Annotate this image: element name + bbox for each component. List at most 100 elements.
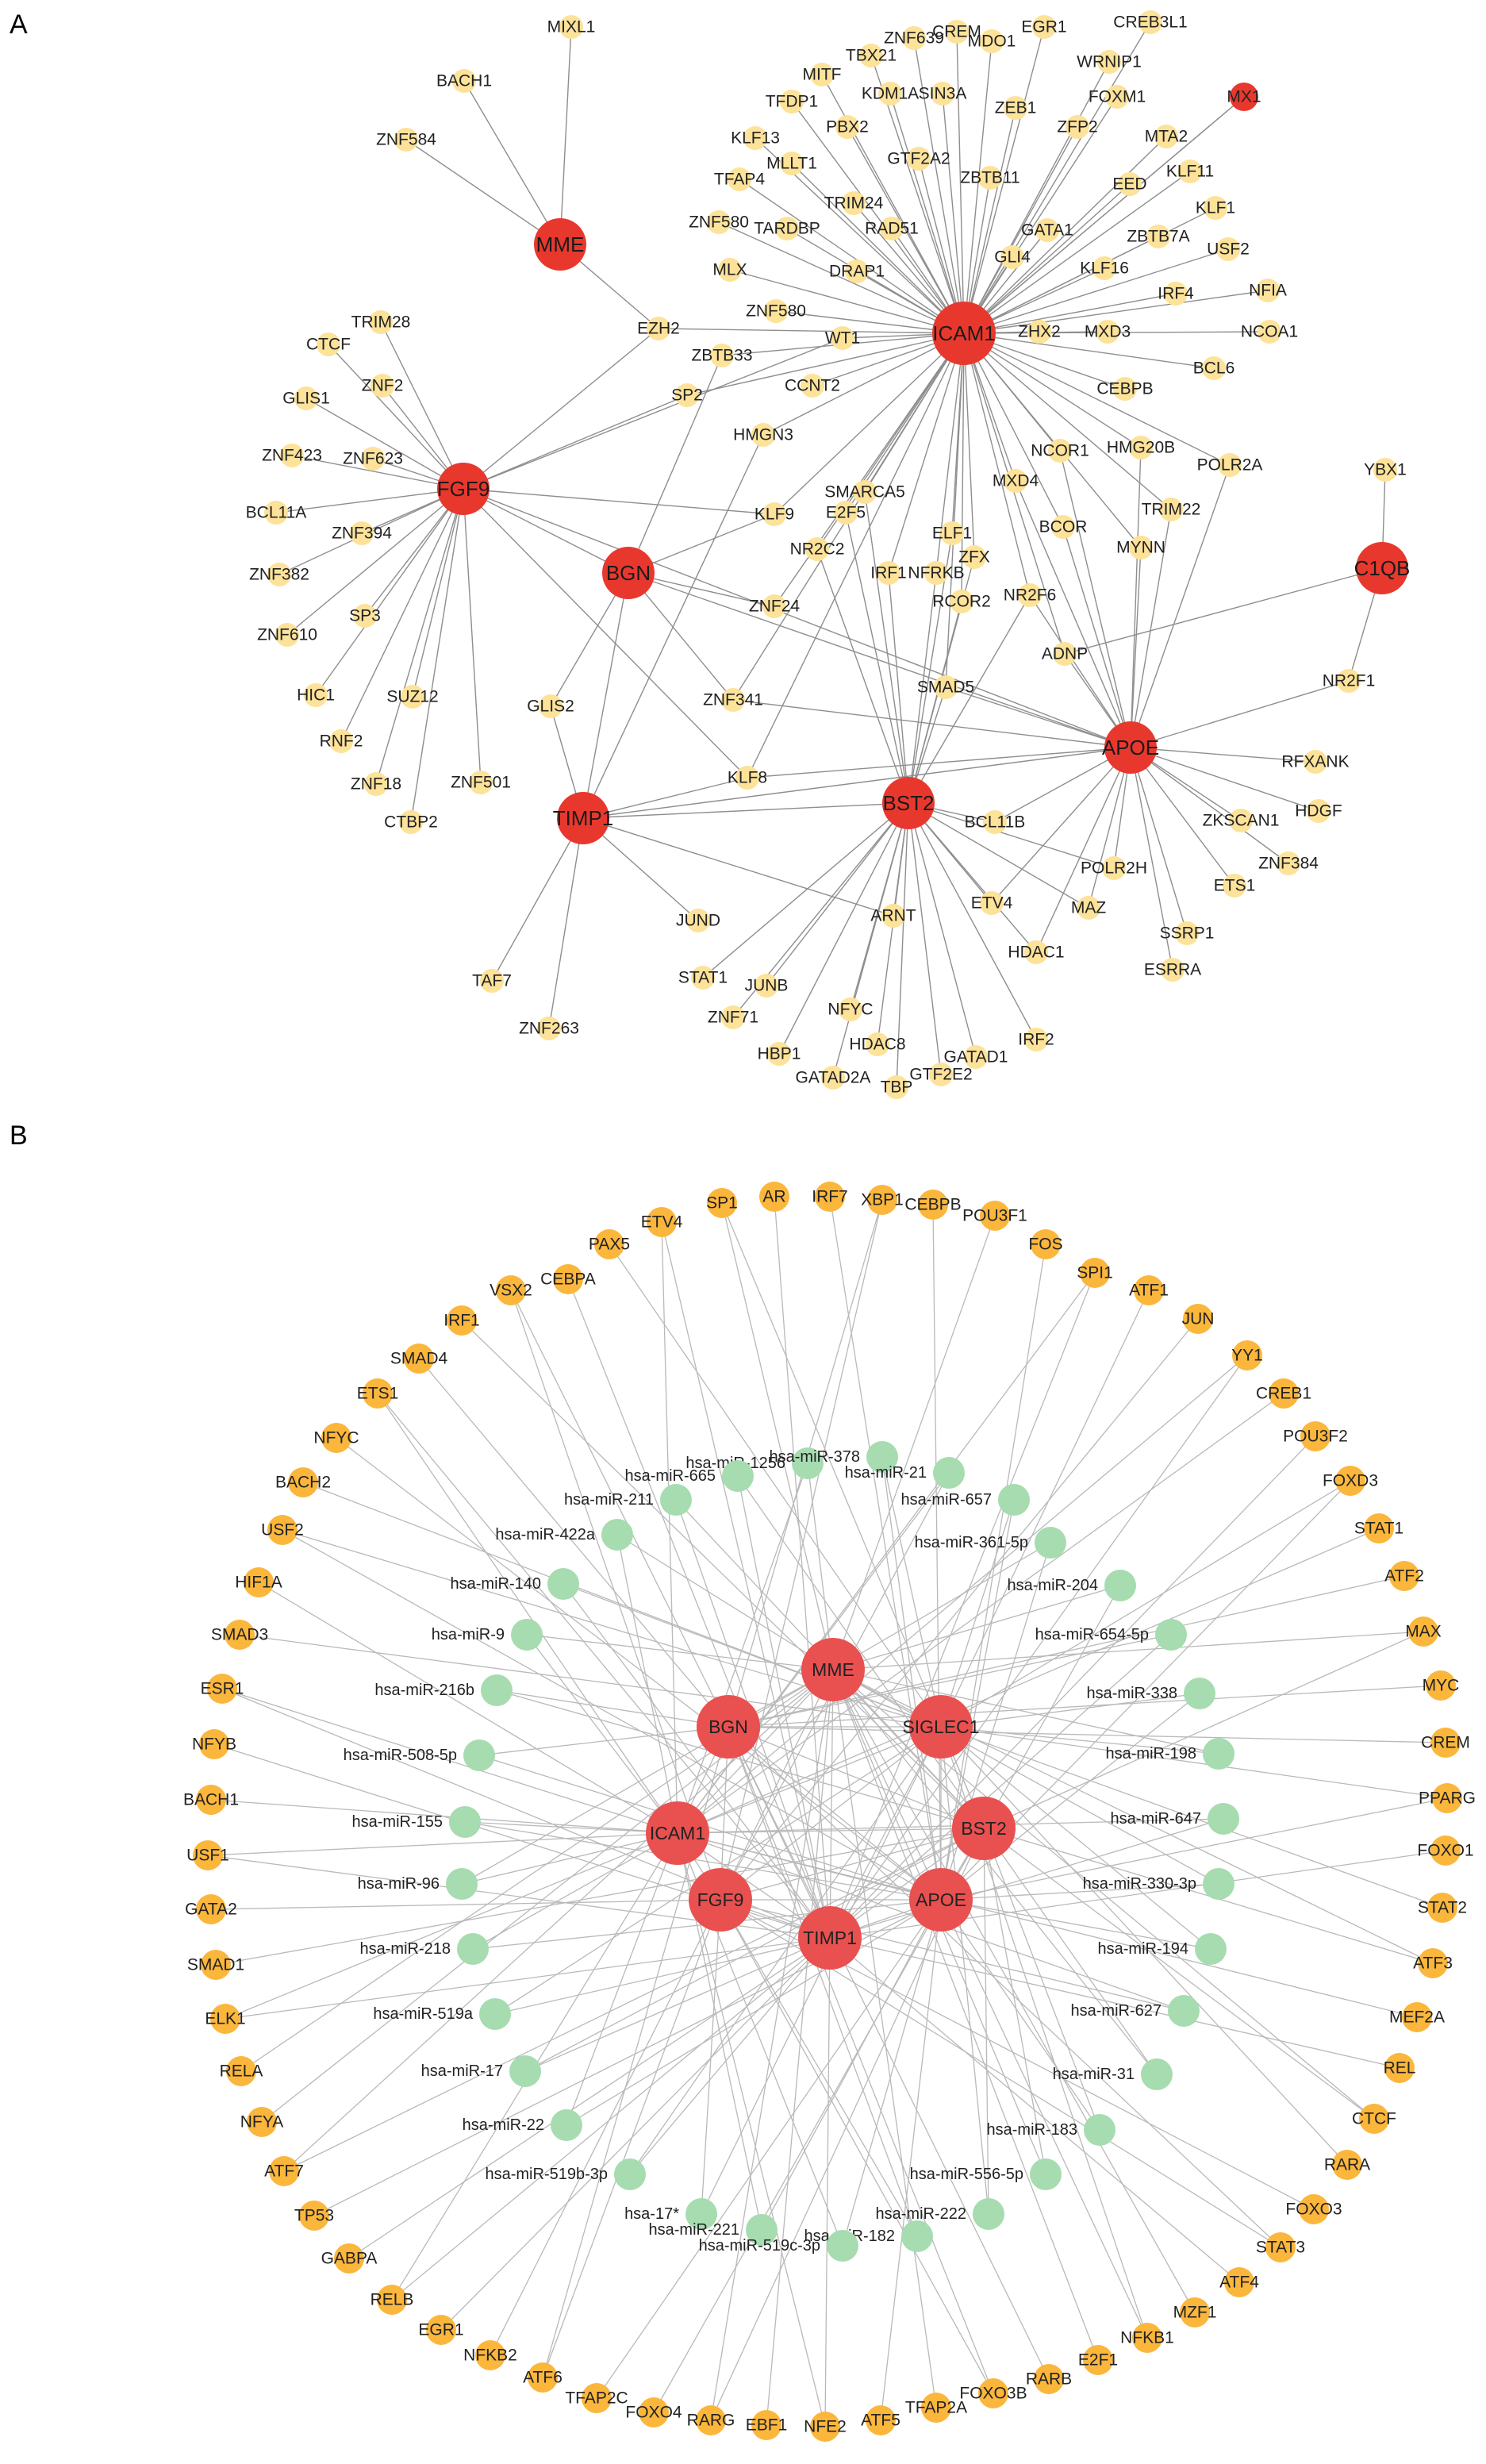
tf-eed-39-label: EED xyxy=(1112,175,1146,194)
edge-hsa-mir-216b-bgn xyxy=(496,1689,729,1728)
tf-rfxank-79-node xyxy=(1304,750,1327,774)
tf-hdac8-95-label: HDAC8 xyxy=(849,1036,905,1054)
tf-znf580-12-label: ZNF580 xyxy=(689,213,749,232)
mirna-hsa-mir-211-label: hsa-miR-211 xyxy=(564,1491,654,1509)
tf-rara-b-node xyxy=(1332,2150,1362,2180)
mirna-hsa-mir-665-node xyxy=(722,1460,754,1492)
tf-mxd3-48-node xyxy=(1096,320,1119,344)
edge-nr2f6-icam1 xyxy=(963,333,1031,596)
tf-pbx2-24-label: PBX2 xyxy=(826,118,869,136)
hub-siglec1-b-node xyxy=(909,1695,973,1759)
edge-suz12-fgf9 xyxy=(412,488,464,698)
tf-znf623-110-node xyxy=(361,447,385,471)
edge-hsa-mir-183-apoe xyxy=(940,1899,1100,2131)
tf-nr2f1-78-label: NR2F1 xyxy=(1323,672,1376,690)
edge-etv4-apoe xyxy=(991,747,1131,904)
tf-ctcf-b-label: CTCF xyxy=(1352,2110,1396,2128)
tf-polr2a-55-label: POLR2A xyxy=(1197,456,1263,475)
tf-znf382-114-node xyxy=(267,563,291,586)
edge-ets1-apoe xyxy=(1130,747,1235,886)
tf-zbtb11-22-node xyxy=(978,166,1002,190)
tf-fos-b-node xyxy=(1031,1229,1061,1259)
mirna-hsa-mir-519a-label: hsa-miR-519a xyxy=(373,2005,473,2023)
edge-ncor1-apoe xyxy=(1059,450,1131,748)
mirna-hsa-mir-422a-node xyxy=(601,1519,633,1551)
tf-atf2-b-label: ATF2 xyxy=(1384,1567,1424,1586)
edge-hsa-mir-182-bgn xyxy=(728,1726,918,2237)
edge-hsa-mir-665-timp1 xyxy=(737,1475,831,1939)
edge-fos-apoe xyxy=(940,1244,1046,1901)
hub-fgf9-b-node xyxy=(689,1868,752,1932)
edge-rarb-bgn xyxy=(728,1726,1050,2380)
tf-max-b-node xyxy=(1408,1616,1438,1647)
tf-nr2c2-63-node xyxy=(805,537,829,561)
edge-hsa-mir-654-5p-bgn xyxy=(728,1634,1172,1728)
tf-stat2-b-label: STAT2 xyxy=(1418,1899,1467,1917)
mirna-hsa-mir-155-label: hsa-miR-155 xyxy=(352,1813,443,1831)
tf-e2f5-61-label: E2F5 xyxy=(826,504,866,522)
hub-c1qb-node xyxy=(1356,542,1408,594)
hub-bgn-b-label: BGN xyxy=(708,1716,748,1737)
tf-ssrp1-84-node xyxy=(1175,921,1199,945)
hub-timp1-node xyxy=(557,792,609,844)
edge-elk1-icam1 xyxy=(225,1832,678,2020)
hub-bgn-node xyxy=(602,547,655,599)
edge-hif1a-icam1 xyxy=(258,1582,678,1834)
tf-pou3f1-b-node xyxy=(980,1201,1010,1231)
edge-bcor-icam1 xyxy=(963,333,1064,528)
tf-taf7-104-label: TAF7 xyxy=(472,972,512,990)
edge-znf423-fgf9 xyxy=(291,455,464,490)
edge-klf8-fgf9 xyxy=(463,488,748,778)
tf-sp2-6-node xyxy=(675,383,699,407)
tf-polr2h-86-node xyxy=(1102,856,1126,880)
tf-pax5-b-label: PAX5 xyxy=(589,1236,630,1254)
edge-hsa-mir-204-bst2 xyxy=(983,1585,1121,1829)
edge-usf1-icam1-b xyxy=(207,1832,678,1856)
tf-egr1-34-node xyxy=(1032,15,1056,39)
tf-gabpa-b-node xyxy=(334,2243,364,2274)
tf-bcl6-50-node xyxy=(1202,356,1226,380)
edge-klf8-apoe xyxy=(747,747,1131,778)
tf-pbx2-24-node xyxy=(835,115,859,139)
tf-nfya-b-label: NFYA xyxy=(240,2113,283,2131)
tf-nfyb-b-label: NFYB xyxy=(192,1736,236,1754)
edge-gatad1-bst2 xyxy=(908,802,977,1058)
tf-atf4-b-node xyxy=(1224,2267,1254,2297)
tf-tfap2a-b-label: TFAP2A xyxy=(905,2399,967,2417)
edge-znf580-icam1 xyxy=(718,221,965,334)
edge-rara-siglec1 xyxy=(940,1726,1348,2166)
tf-kdm1a-28-label: KDM1A xyxy=(862,85,919,103)
tf-mitf-27-node xyxy=(810,63,834,86)
edge-znf639-icam1 xyxy=(913,37,965,334)
tf-tfap2c-b-node xyxy=(582,2383,612,2413)
tf-wt1-5-node xyxy=(831,326,854,350)
hub-bgn-label: BGN xyxy=(606,561,651,585)
edge-hsa-mir-194-apoe xyxy=(940,1899,1211,1950)
tf-mynn-59-label: MYNN xyxy=(1116,539,1165,557)
tf-tbp-96-node xyxy=(885,1075,908,1099)
tf-bach1-1-node xyxy=(452,69,476,93)
tf-sp2-6-label: SP2 xyxy=(671,386,703,405)
edge-pax5-siglec1 xyxy=(609,1244,942,1728)
edge-rarg-mme-b xyxy=(710,1669,834,2421)
edge-mef2a-icam1 xyxy=(677,1832,1418,2018)
tf-klf9-69-node xyxy=(762,502,786,526)
tf-znf610-116-label: ZNF610 xyxy=(257,626,317,644)
tf-zfx-66-label: ZFX xyxy=(958,548,990,567)
tf-ets1-83-label: ETS1 xyxy=(1214,877,1256,895)
tf-tp53-b-node xyxy=(299,2201,329,2231)
edge-smad5-apoe xyxy=(945,686,1131,748)
edge-yy1-timp1 xyxy=(829,1355,1248,1939)
edge-gata2-fgf9 xyxy=(210,1899,721,1910)
tf-creb1-b-label: CREB1 xyxy=(1256,1385,1311,1403)
tf-ezh2-3-label: EZH2 xyxy=(637,320,680,338)
tf-pax5-b-node xyxy=(594,1229,624,1259)
tf-tfdp1-23-node xyxy=(780,90,804,113)
tf-tbx21-30-label: TBX21 xyxy=(846,47,897,65)
edge-irf2-bst2 xyxy=(908,802,1037,1040)
tf-etv4-89-node xyxy=(980,891,1004,915)
tf-znf2-108-label: ZNF2 xyxy=(362,377,404,395)
tf-znf263-105-label: ZNF263 xyxy=(519,1020,579,1038)
edge-smad1-bst2 xyxy=(215,1828,985,1966)
edge-hdgf-apoe xyxy=(1130,747,1319,812)
